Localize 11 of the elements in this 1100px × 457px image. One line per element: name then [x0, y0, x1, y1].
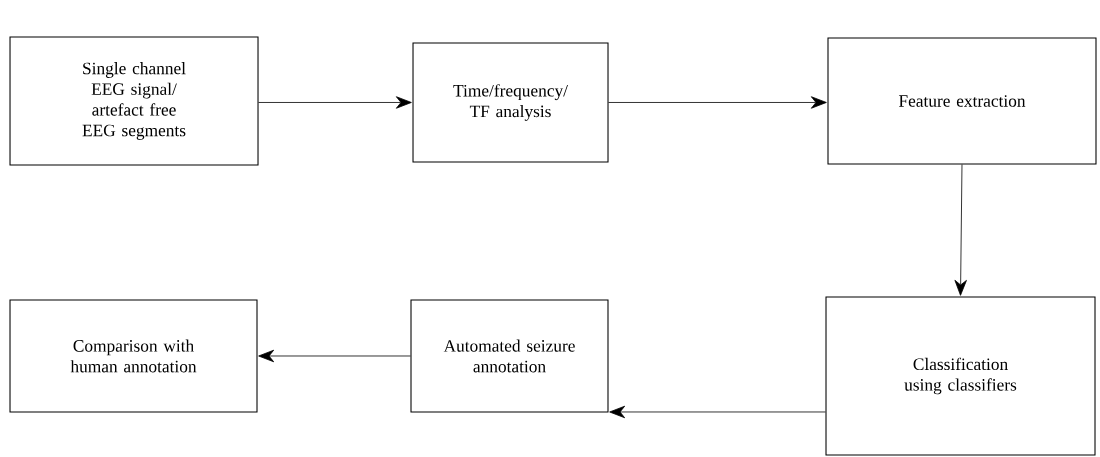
arrow: [258, 96, 412, 109]
arrow: [609, 405, 826, 419]
process-box: Feature extraction: [827, 37, 1097, 165]
arrow: [258, 349, 411, 363]
arrow: [608, 96, 827, 109]
process-box: Time/frequency/ TF analysis: [412, 42, 609, 163]
process-box: Classification using classifiers: [825, 296, 1096, 456]
process-box: Automated seizure annotation: [410, 299, 609, 413]
process-box: Single channel EEG signal/ artefact free EEG segments: [9, 36, 259, 166]
process-box: Comparison with human annotation: [9, 299, 258, 413]
arrow: [954, 164, 967, 296]
